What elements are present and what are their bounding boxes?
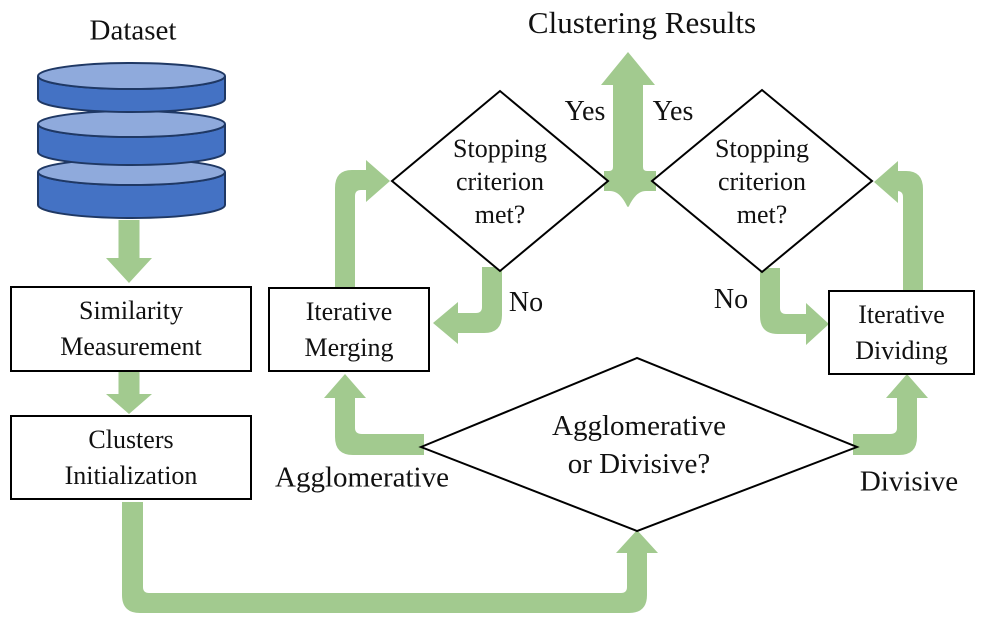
- divisive-branch-label: Divisive: [859, 465, 959, 498]
- iterative-merging-box: Iterative Merging: [268, 287, 430, 372]
- stopping-left-diamond-text: Stopping criterion met?: [453, 133, 547, 229]
- box-line: Iterative: [305, 296, 393, 326]
- no-right-label: No: [713, 284, 749, 315]
- similarity-measurement-box: Similarity Measurement: [10, 286, 252, 372]
- dataset-label: Dataset: [89, 14, 177, 47]
- agglomerative-branch-label: Agglomerative: [275, 461, 449, 494]
- box-line: Merging: [304, 332, 394, 362]
- flow-arrows: [106, 52, 928, 613]
- arrow-divisive-to-dividing: [853, 374, 928, 455]
- arrow-dividing-to-stopping-right: [874, 161, 923, 290]
- decision-diamonds: [390, 88, 874, 533]
- choice-diamond: [418, 356, 860, 533]
- arrow-dataset-to-similarity: [106, 220, 152, 283]
- stopping-right-diamond: [650, 88, 874, 274]
- arrow-agglomerative-to-merging: [324, 374, 424, 455]
- box-line: Clusters: [88, 424, 174, 454]
- iterative-dividing-box: Iterative Dividing: [828, 290, 975, 375]
- yes-left-label: Yes: [564, 96, 606, 127]
- box-line: Similarity: [79, 296, 183, 325]
- choice-diamond-text: Agglomerative or Divisive?: [552, 409, 726, 480]
- box-line: Iterative: [858, 299, 945, 329]
- stopping-right-diamond-text: Stopping criterion met?: [715, 133, 809, 229]
- database-icon: [37, 62, 226, 219]
- box-line: Measurement: [60, 332, 202, 361]
- clusters-initialization-box: Clusters Initialization: [10, 415, 252, 500]
- arrow-yes-merge-to-results: [601, 52, 656, 207]
- no-left-label: No: [508, 287, 544, 318]
- box-line: Dividing: [855, 335, 948, 365]
- arrow-merging-to-stopping-left: [335, 160, 390, 287]
- arrow-similarity-to-clusters: [106, 372, 152, 414]
- arrow-no-right-to-dividing: [760, 268, 829, 345]
- yes-right-label: Yes: [652, 96, 694, 127]
- box-line: Initialization: [64, 460, 198, 490]
- stopping-left-diamond: [390, 89, 610, 273]
- clustering-results-label: Clustering Results: [527, 5, 757, 40]
- arrow-clusters-to-choice-diamond: [122, 502, 658, 613]
- arrow-no-left-to-merging: [433, 267, 502, 344]
